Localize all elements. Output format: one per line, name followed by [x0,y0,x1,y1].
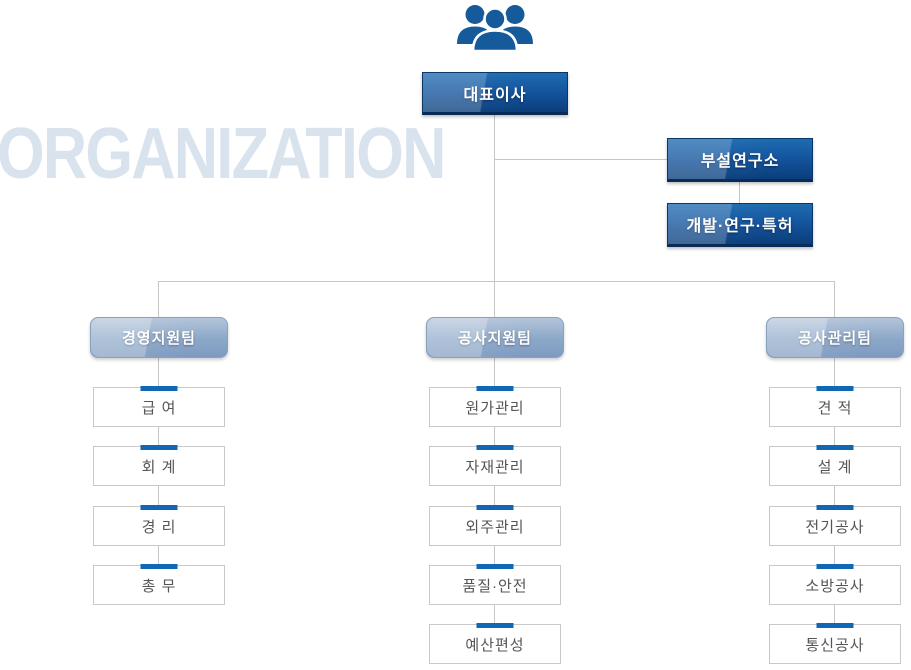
connector-col1 [158,427,159,446]
org-node-label: 예산편성 [465,636,525,654]
connector-col2 [494,486,495,506]
org-node-label: 전기공사 [805,518,865,536]
accent-tab [816,445,854,450]
org-node-label: 경 리 [141,518,177,536]
accent-tab [476,386,514,391]
accent-tab [476,623,514,628]
accent-tab [816,564,854,569]
org-node-label: 자재관리 [465,458,525,476]
org-node-label: 설 계 [817,458,853,476]
accent-tab [476,505,514,510]
connector-col3 [834,358,835,387]
org-node-leaf: 견 적 [769,386,901,427]
org-node-label: 경영지원팀 [121,330,196,347]
org-node-label: 공사지원팀 [457,330,532,347]
connector-col2 [494,546,495,565]
connector-col2 [494,605,495,624]
org-node-label: 부설연구소 [700,153,780,170]
org-node-label: 외주관리 [465,518,525,536]
org-node-team-construction-support: 공사지원팀 [426,317,564,358]
org-node-leaf: 원가관리 [429,386,561,427]
connector-col3 [834,427,835,446]
accent-tab [140,386,178,391]
org-node-leaf: 통신공사 [769,623,901,664]
org-node-leaf: 경 리 [93,505,225,546]
connector-col2 [494,358,495,387]
connector-drop-right [834,281,835,317]
org-node-ceo: 대표이사 [422,72,568,115]
connector-col3 [834,486,835,506]
accent-tab [816,623,854,628]
connector-main-horizontal [158,281,835,282]
connector-col1 [158,546,159,565]
org-node-label: 소방공사 [805,577,865,595]
org-node-team-construction-management: 공사관리팀 [766,317,904,358]
org-node-leaf: 품질·안전 [429,564,561,605]
org-node-leaf: 자재관리 [429,445,561,486]
org-node-leaf: 총 무 [93,564,225,605]
org-node-leaf: 급 여 [93,386,225,427]
accent-tab [140,445,178,450]
org-node-label: 대표이사 [463,86,527,104]
connector-research-child [739,181,740,203]
connector-col3 [834,546,835,565]
accent-tab [476,564,514,569]
org-node-label: 원가관리 [465,399,525,417]
connector-drop-left [158,281,159,317]
org-node-leaf: 회 계 [93,445,225,486]
org-node-label: 회 계 [141,458,177,476]
people-group-icon [457,5,533,52]
accent-tab [816,386,854,391]
org-node-label: 견 적 [817,399,853,417]
org-node-label: 통신공사 [805,636,865,654]
org-node-leaf: 외주관리 [429,505,561,546]
connector-col3 [834,605,835,624]
connector-col2 [494,427,495,446]
org-node-label: 총 무 [141,577,177,595]
org-node-leaf: 설 계 [769,445,901,486]
accent-tab [140,564,178,569]
org-node-leaf: 예산편성 [429,623,561,664]
org-node-label: 개발·연구·특허 [686,218,794,235]
org-node-label: 공사관리팀 [797,330,872,347]
org-node-leaf: 소방공사 [769,564,901,605]
org-node-team-management-support: 경영지원팀 [90,317,228,358]
accent-tab [140,505,178,510]
accent-tab [816,505,854,510]
connector-col1 [158,358,159,387]
connector-research-branch [495,159,667,160]
org-node-label: 급 여 [141,399,177,417]
accent-tab [476,445,514,450]
org-node-research-institute: 부설연구소 [667,138,813,182]
connector-root-vertical [494,115,495,317]
organization-watermark: ORGANIZATION [0,114,446,194]
org-node-dev-research-patent: 개발·연구·특허 [667,203,813,247]
connector-col1 [158,486,159,506]
org-node-leaf: 전기공사 [769,505,901,546]
org-node-label: 품질·안전 [462,577,528,595]
